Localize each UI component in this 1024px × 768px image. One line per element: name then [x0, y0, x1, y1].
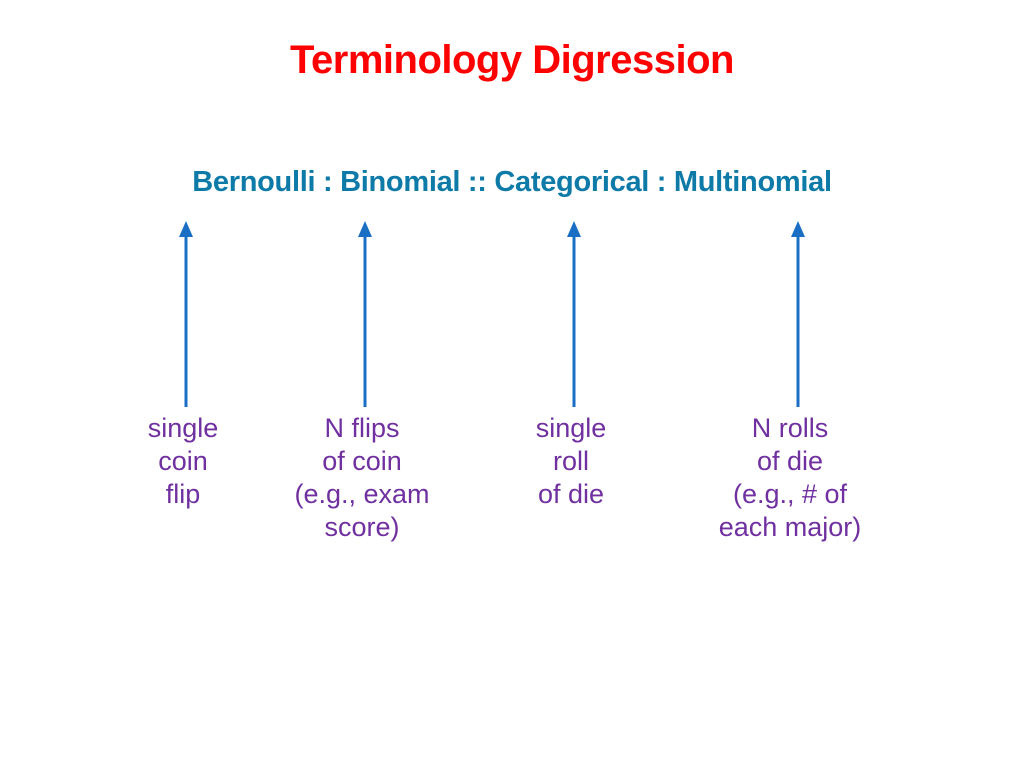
arrow-up-icon	[358, 221, 372, 407]
label-line: flip	[165, 479, 201, 509]
arrow-up-icon	[179, 221, 193, 407]
label-line: N flips	[324, 413, 400, 443]
binomial-description: N flips of coin (e.g., exam score)	[262, 412, 462, 544]
slide-title: Terminology Digression	[290, 38, 734, 82]
label-line: (e.g., # of	[732, 479, 848, 509]
label-line: score)	[324, 512, 400, 542]
label-line: single	[147, 413, 219, 443]
label-line: single	[535, 413, 607, 443]
label-line: of coin	[322, 446, 402, 476]
multinomial-description: N rolls of die (e.g., # of each major)	[690, 412, 890, 544]
label-line: each major)	[718, 512, 862, 542]
arrow-up-icon	[567, 221, 581, 407]
label-line: roll	[552, 446, 589, 476]
label-line: of die	[537, 479, 605, 509]
bernoulli-description: single coin flip	[83, 412, 283, 511]
categorical-description: single roll of die	[471, 412, 671, 511]
label-line: N rolls	[751, 413, 829, 443]
label-line: coin	[158, 446, 208, 476]
arrow-up-icon	[791, 221, 805, 407]
analogy-heading: Bernoulli : Binomial :: Categorical : Mu…	[192, 166, 832, 198]
label-line: of die	[756, 446, 824, 476]
label-line: (e.g., exam	[294, 479, 430, 509]
